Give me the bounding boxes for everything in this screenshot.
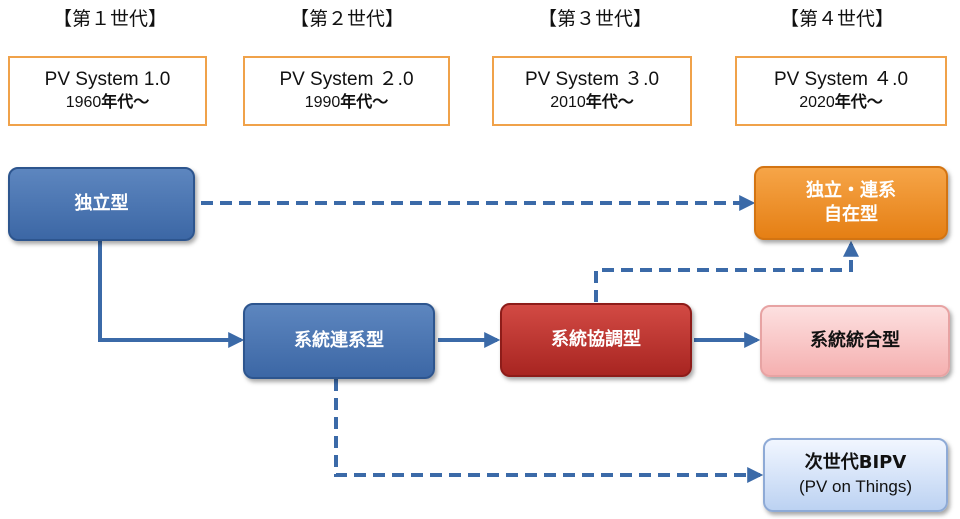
generation-1-suffix: 年代～ <box>101 94 150 111</box>
generation-2-year: 1990 <box>304 94 341 111</box>
generation-3-year: 2010 <box>550 94 586 111</box>
generation-4-suffix: 年代～ <box>834 94 883 111</box>
generation-4-title: 【第４世代】 <box>779 8 894 30</box>
node-standalone: 独立型 <box>8 167 195 241</box>
arrow-cooperative-to-flexible <box>594 240 859 302</box>
generation-1-year: 1960 <box>65 94 102 111</box>
generation-3-suffix: 年代～ <box>585 94 634 111</box>
generation-4-year: 2020 <box>799 94 835 111</box>
generation-4-system: PV System ４.0 <box>773 69 909 90</box>
node-standalone-grid-flexible: 独立・連系 自在型 <box>754 166 948 240</box>
generation-1-system: PV System 1.0 <box>44 69 171 90</box>
node-grid-integrated: 系統統合型 <box>760 305 950 377</box>
node-grid-integrated-label: 系統統合型 <box>810 330 900 351</box>
generation-2-title: 【第２世代】 <box>289 8 404 30</box>
generation-3-box: PV System ３.0 2010年代～ <box>492 56 692 126</box>
generation-3-era: 2010年代～ <box>550 92 634 114</box>
generation-3-title: 【第３世代】 <box>537 8 652 30</box>
generation-2-suffix: 年代～ <box>340 94 389 111</box>
node-bipv-line-1: 次世代BIPV <box>804 452 907 473</box>
node-grid-cooperative: 系統協調型 <box>500 303 692 377</box>
generation-2-system: PV System ２.0 <box>279 69 414 90</box>
arrow-standalone-to-grid-connected <box>98 241 245 348</box>
generation-1-title: 【第１世代】 <box>52 8 167 30</box>
generation-2-box: PV System ２.0 1990年代～ <box>243 56 450 126</box>
generation-1-box: PV System 1.0 1960年代～ <box>8 56 207 126</box>
node-bipv-line-2: (PV on Things) <box>798 477 913 496</box>
arrow-grid-connected-to-bipv <box>334 379 764 483</box>
node-flexible-line-1: 独立・連系 <box>806 180 896 201</box>
generation-2-era: 1990年代～ <box>305 92 389 114</box>
generation-3-system: PV System ３.0 <box>524 69 660 90</box>
node-flexible-line-2: 自在型 <box>824 204 878 225</box>
node-grid-connected-label: 系統連系型 <box>294 330 384 351</box>
node-next-gen-bipv: 次世代BIPV (PV on Things) <box>763 438 948 512</box>
generation-4-era: 2020年代～ <box>799 92 883 114</box>
generation-1-era: 1960年代～ <box>66 92 150 114</box>
node-grid-connected: 系統連系型 <box>243 303 435 379</box>
node-standalone-label: 独立型 <box>74 193 129 214</box>
node-grid-cooperative-label: 系統協調型 <box>551 329 641 350</box>
generation-4-box: PV System ４.0 2020年代～ <box>735 56 947 126</box>
